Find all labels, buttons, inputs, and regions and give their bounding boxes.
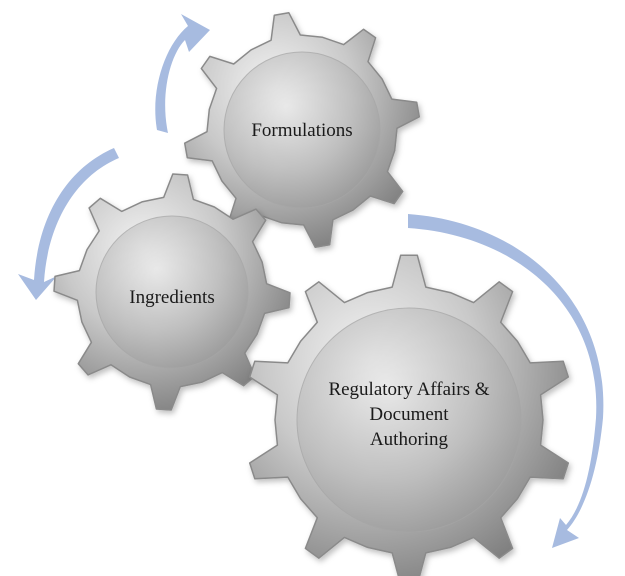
gear-formulations: [183, 11, 421, 249]
cycle-arrows: [18, 14, 604, 548]
gear-label-ingredients: Ingredients: [129, 287, 214, 308]
gear-regulatory: [248, 254, 570, 576]
gear-ingredients: [53, 173, 291, 411]
gear-label-regulatory-line2: Document: [369, 404, 449, 425]
gear-hub-regulatory: [296, 307, 522, 533]
gear-hub-formulations: [223, 51, 381, 209]
gear-label-regulatory-line3: Authoring: [370, 429, 449, 450]
gears: [53, 11, 570, 576]
gear-label-regulatory-line1: Regulatory Affairs &: [328, 379, 489, 400]
arrow-ingredients-to-formulations: [155, 14, 210, 133]
gear-hub-ingredients: [95, 215, 249, 369]
gear-label-formulations: Formulations: [251, 120, 352, 141]
arrow-formulations-to-ingredients: [18, 148, 119, 300]
